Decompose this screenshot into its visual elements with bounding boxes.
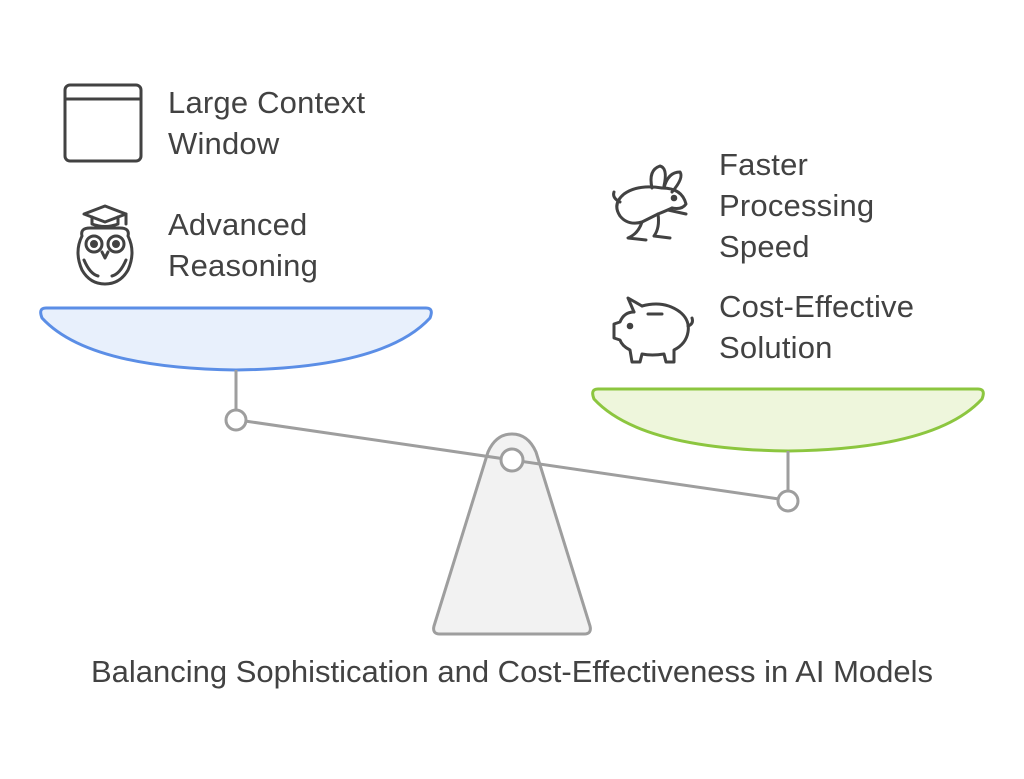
left-pan (39, 306, 433, 372)
owl-graduate-icon (60, 202, 146, 288)
left-beam-joint (224, 408, 248, 432)
right-beam-joint (776, 489, 800, 513)
piggy-bank-icon (608, 286, 694, 372)
advanced-reasoning-label: Advanced Reasoning (168, 207, 319, 283)
cost-effective-solution-label: Cost-Effective Solution (719, 289, 915, 365)
fulcrum (432, 432, 592, 636)
fulcrum-pivot (499, 447, 525, 473)
diagram-caption: Balancing Sophistication and Cost-Effect… (90, 654, 934, 689)
large-context-window-label: Large Context Window (168, 85, 366, 161)
right-pan (591, 387, 985, 453)
window-icon (60, 80, 146, 166)
rabbit-icon (608, 162, 694, 248)
faster-processing-speed-label: Faster Processing Speed (719, 147, 875, 264)
